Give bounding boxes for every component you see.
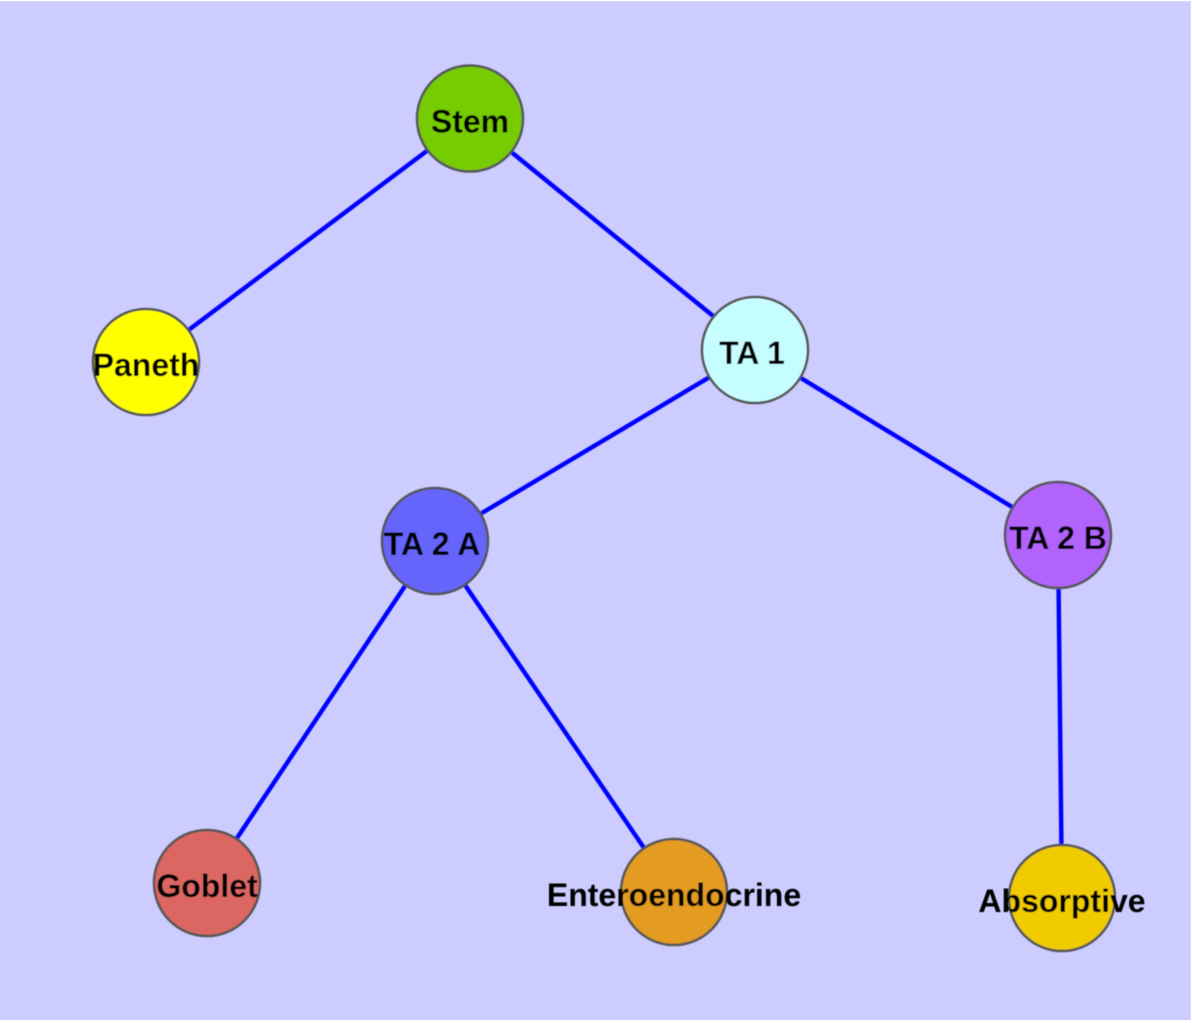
svg-text:Paneth: Paneth [93,347,200,383]
svg-text:TA 2 A: TA 2 A [384,526,481,562]
svg-text:Enteroendocrine: Enteroendocrine [547,877,801,913]
svg-text:Goblet: Goblet [156,868,258,904]
svg-text:Absorptive: Absorptive [978,883,1145,919]
svg-text:Stem: Stem [431,104,509,140]
svg-text:TA 2 B: TA 2 B [1009,520,1107,556]
svg-text:TA 1: TA 1 [719,335,785,371]
